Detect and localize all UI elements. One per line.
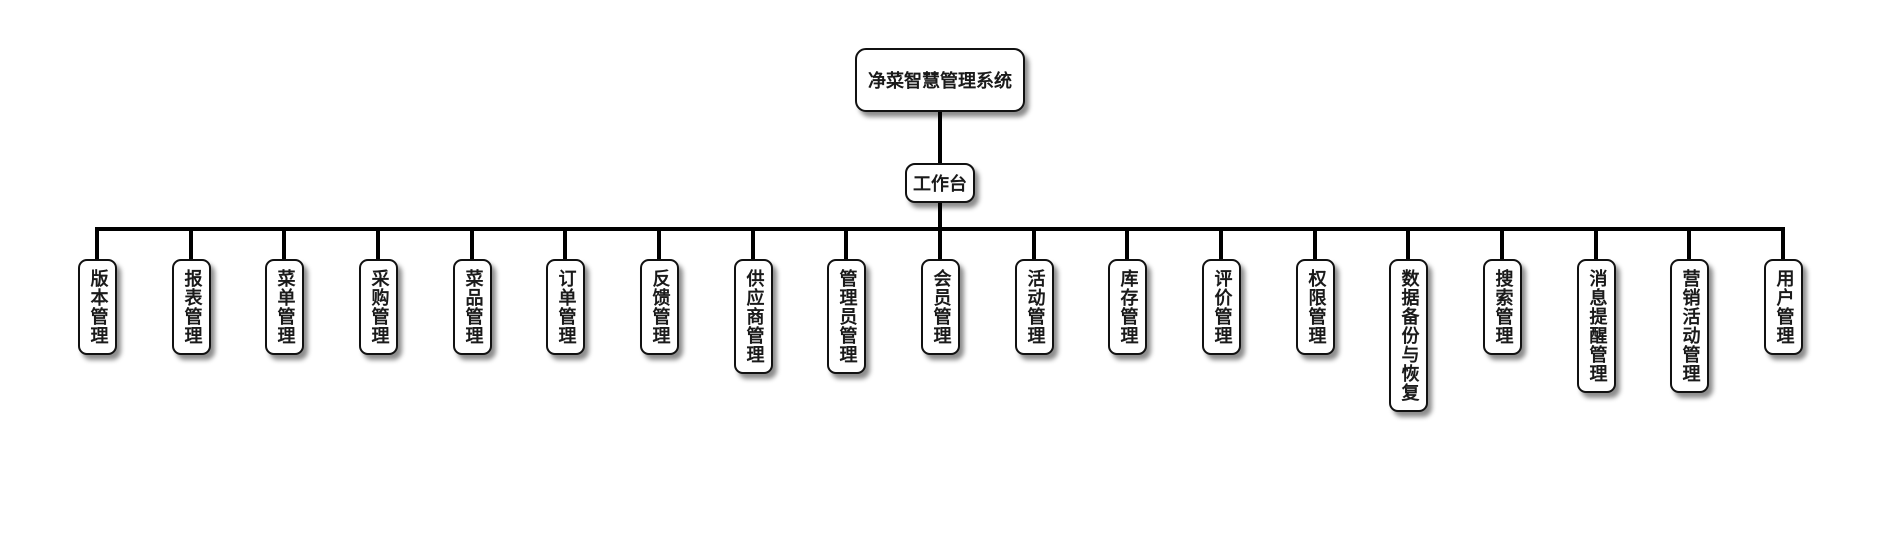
root-node-label: 净菜智慧管理系统 bbox=[868, 71, 1012, 92]
child-node[interactable]: 版本管理 bbox=[78, 259, 117, 355]
child-connector bbox=[844, 229, 848, 260]
child-node[interactable]: 数据备份与恢复 bbox=[1389, 259, 1428, 412]
child-connector bbox=[376, 229, 380, 260]
child-node[interactable]: 评价管理 bbox=[1202, 259, 1241, 355]
child-node-label: 供应商管理 bbox=[743, 269, 765, 364]
child-node[interactable]: 消息提醒管理 bbox=[1577, 259, 1616, 393]
child-node[interactable]: 采购管理 bbox=[359, 259, 398, 355]
child-connector bbox=[938, 229, 942, 260]
hub-connector bbox=[938, 203, 942, 230]
child-node-label: 活动管理 bbox=[1024, 269, 1046, 345]
child-node-label: 反馈管理 bbox=[649, 269, 671, 345]
child-node[interactable]: 搜索管理 bbox=[1483, 259, 1522, 355]
hub-node-workbench[interactable]: 工作台 bbox=[905, 163, 975, 203]
child-node[interactable]: 权限管理 bbox=[1296, 259, 1335, 355]
child-node-label: 报表管理 bbox=[181, 269, 203, 345]
child-node-label: 会员管理 bbox=[930, 269, 952, 345]
child-node-label: 订单管理 bbox=[555, 269, 577, 345]
child-node[interactable]: 反馈管理 bbox=[640, 259, 679, 355]
child-connector bbox=[470, 229, 474, 260]
child-connector bbox=[1219, 229, 1223, 260]
child-node-label: 权限管理 bbox=[1305, 269, 1327, 345]
child-node-label: 评价管理 bbox=[1211, 269, 1233, 345]
child-connector bbox=[282, 229, 286, 260]
child-connector bbox=[1500, 229, 1504, 260]
child-connector bbox=[1125, 229, 1129, 260]
child-node-label: 消息提醒管理 bbox=[1586, 269, 1608, 383]
child-node[interactable]: 菜单管理 bbox=[265, 259, 304, 355]
child-node[interactable]: 供应商管理 bbox=[734, 259, 773, 374]
child-node[interactable]: 管理员管理 bbox=[827, 259, 866, 374]
child-connector bbox=[657, 229, 661, 260]
child-node-label: 库存管理 bbox=[1117, 269, 1139, 345]
child-node[interactable]: 活动管理 bbox=[1015, 259, 1054, 355]
child-node-label: 版本管理 bbox=[87, 269, 109, 345]
child-connector bbox=[563, 229, 567, 260]
child-connector bbox=[1406, 229, 1410, 260]
child-connector bbox=[751, 229, 755, 260]
child-node[interactable]: 报表管理 bbox=[172, 259, 211, 355]
child-node-label: 用户管理 bbox=[1773, 269, 1795, 345]
child-connector bbox=[1781, 229, 1785, 260]
child-node-label: 菜品管理 bbox=[462, 269, 484, 345]
child-node[interactable]: 库存管理 bbox=[1108, 259, 1147, 355]
child-node[interactable]: 用户管理 bbox=[1764, 259, 1803, 355]
child-node[interactable]: 营销活动管理 bbox=[1670, 259, 1709, 393]
child-connector bbox=[1687, 229, 1691, 260]
child-node-label: 搜索管理 bbox=[1492, 269, 1514, 345]
child-node[interactable]: 菜品管理 bbox=[453, 259, 492, 355]
root-connector bbox=[938, 112, 942, 163]
child-connector bbox=[189, 229, 193, 260]
child-node-label: 菜单管理 bbox=[274, 269, 296, 345]
child-node-label: 数据备份与恢复 bbox=[1398, 269, 1420, 402]
root-node[interactable]: 净菜智慧管理系统 bbox=[855, 48, 1025, 112]
child-node-label: 管理员管理 bbox=[836, 269, 858, 364]
child-node[interactable]: 订单管理 bbox=[546, 259, 585, 355]
child-node[interactable]: 会员管理 bbox=[921, 259, 960, 355]
child-connector bbox=[1032, 229, 1036, 260]
child-node-label: 采购管理 bbox=[368, 269, 390, 345]
child-connector bbox=[1594, 229, 1598, 260]
child-node-label: 营销活动管理 bbox=[1679, 269, 1701, 383]
child-connector bbox=[1313, 229, 1317, 260]
hub-node-label: 工作台 bbox=[913, 174, 967, 195]
child-connector bbox=[95, 229, 99, 260]
